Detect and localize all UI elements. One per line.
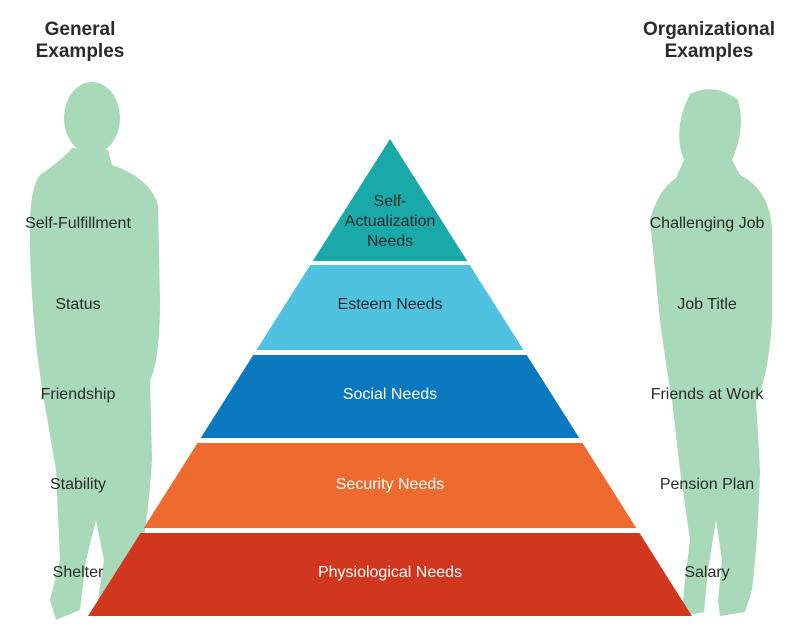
tier-label-self-actualization: Self- Actualization Needs: [290, 192, 490, 252]
tier-label-self-actualization-line-3: Needs: [366, 233, 414, 250]
general-example-friendship: Friendship: [40, 386, 116, 403]
tier-label-esteem: Esteem Needs: [337, 296, 443, 313]
general-example-status: Status: [55, 296, 101, 313]
organizational-examples-heading: Organizational Examples: [624, 19, 794, 63]
tier-label-social: Social Needs: [342, 386, 438, 403]
pyramid-tier-physiological: [88, 533, 692, 616]
tier-label-physiological: Physiological Needs: [317, 564, 463, 581]
organizational-example-friends-at-work: Friends at Work: [650, 386, 764, 403]
organizational-example-salary: Salary: [684, 564, 730, 581]
general-example-stability: Stability: [49, 476, 107, 493]
organizational-example-job-title: Job Title: [677, 296, 737, 313]
pyramid-tier-social: [200, 355, 580, 438]
pyramid-tier-self-actualization: [312, 139, 468, 261]
left-person-silhouette: [29, 82, 161, 620]
general-heading-line-2: Examples: [35, 41, 125, 62]
pyramid-tier-security: [143, 443, 637, 528]
right-person-silhouette: [650, 89, 772, 616]
pyramid: [88, 139, 692, 616]
general-examples-heading: General Examples: [20, 19, 140, 63]
pyramid-tier-esteem: [256, 265, 524, 350]
general-heading-line-1: General: [44, 19, 116, 40]
tier-label-security: Security Needs: [335, 476, 445, 493]
organizational-example-pension-plan: Pension Plan: [659, 476, 755, 493]
organizational-heading-line-1: Organizational: [643, 19, 775, 40]
general-example-shelter: Shelter: [52, 564, 104, 581]
tier-label-self-actualization-line-1: Self-: [373, 193, 407, 210]
tier-label-self-actualization-line-2: Actualization: [344, 213, 436, 230]
organizational-heading-line-2: Examples: [664, 41, 754, 62]
organizational-example-challenging-job: Challenging Job: [649, 215, 765, 232]
general-example-self-fulfillment: Self-Fulfillment: [25, 215, 131, 232]
